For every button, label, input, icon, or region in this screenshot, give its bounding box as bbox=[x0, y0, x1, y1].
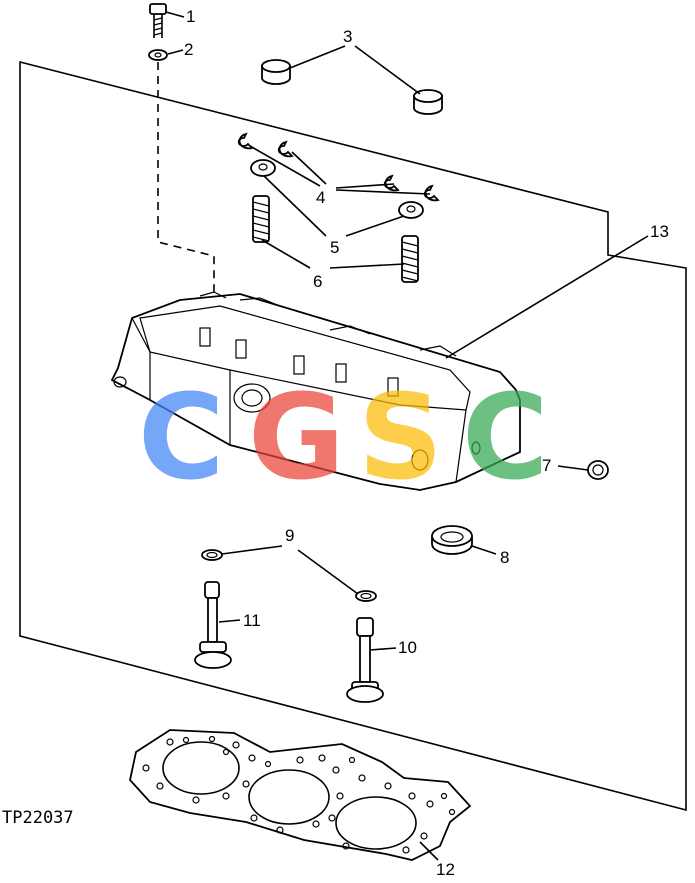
leader-lines bbox=[165, 11, 649, 861]
callout-12: 12 bbox=[436, 860, 455, 878]
callout-6: 6 bbox=[313, 272, 322, 291]
part-5-rotator bbox=[250, 159, 424, 219]
callout-4: 4 bbox=[316, 188, 325, 207]
part-9-o-ring bbox=[201, 549, 377, 602]
figure-id: TP22037 bbox=[2, 808, 74, 828]
alignment-dashed-line bbox=[157, 62, 215, 292]
watermark-letter-2: G bbox=[248, 368, 345, 506]
callout-9: 9 bbox=[285, 526, 294, 545]
part-7-snap-ring bbox=[587, 460, 609, 480]
watermark-logo: C G S C bbox=[138, 368, 549, 506]
callout-8: 8 bbox=[500, 548, 509, 567]
callout-1: 1 bbox=[186, 7, 195, 26]
watermark-letter-3: S bbox=[358, 368, 443, 506]
part-12-head-gasket bbox=[129, 729, 472, 861]
callout-10: 10 bbox=[398, 638, 417, 657]
watermark-letter-4: C bbox=[462, 368, 549, 506]
part-13-cylinder-head bbox=[110, 291, 521, 491]
callout-7: 7 bbox=[542, 456, 551, 475]
part-1-cap-screw bbox=[149, 3, 167, 38]
callout-11: 11 bbox=[243, 611, 261, 630]
part-6-spring bbox=[252, 195, 419, 283]
callout-5: 5 bbox=[330, 238, 339, 257]
part-11-sleeve bbox=[194, 581, 232, 669]
part-4-clip bbox=[237, 132, 440, 202]
assembly-plane bbox=[19, 60, 687, 812]
callout-3: 3 bbox=[343, 27, 352, 46]
watermark-letter-1: C bbox=[138, 368, 225, 506]
callout-13: 13 bbox=[650, 222, 669, 241]
part-3-plug bbox=[261, 59, 443, 115]
part-10-sleeve bbox=[346, 617, 384, 703]
part-2-washer bbox=[148, 49, 168, 61]
part-8-seal bbox=[431, 525, 473, 555]
callout-2: 2 bbox=[184, 40, 193, 59]
